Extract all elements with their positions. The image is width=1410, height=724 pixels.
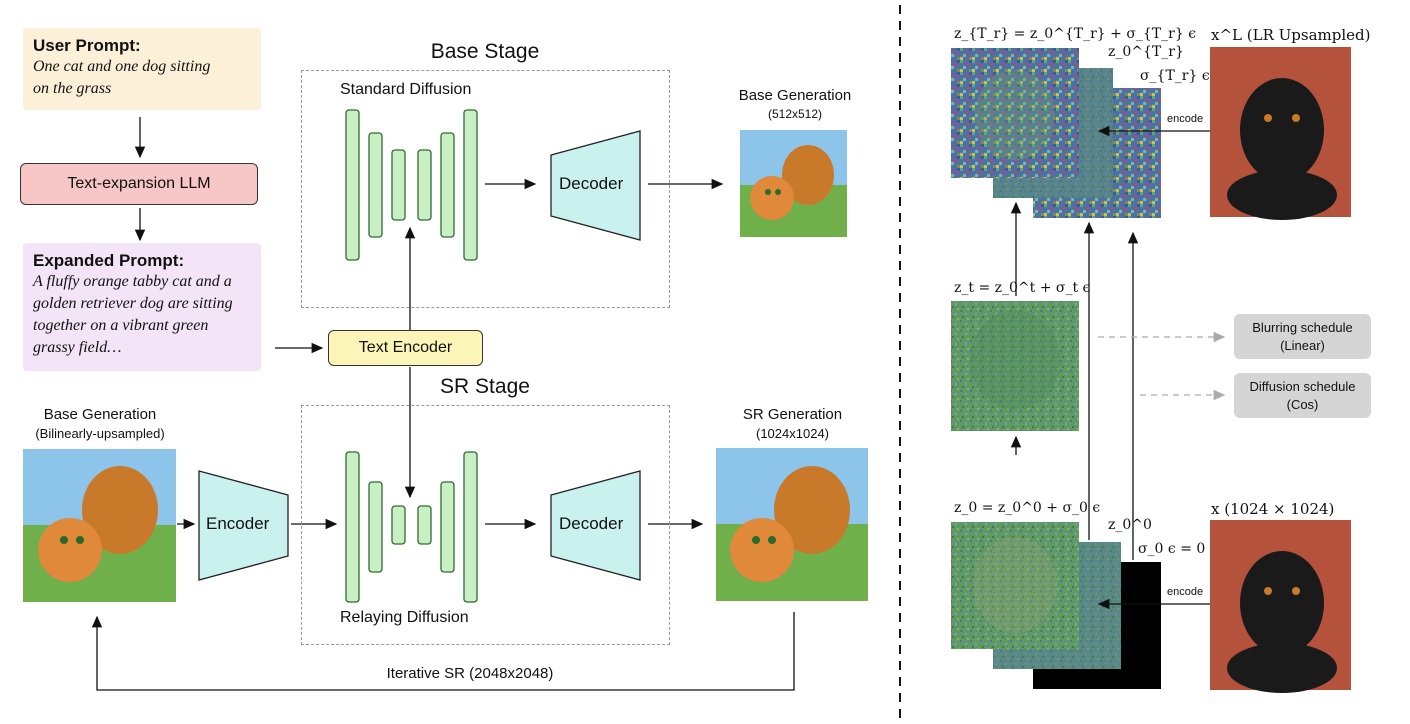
dog-hr-image <box>1210 520 1351 693</box>
text-encoder-label: Text Encoder <box>358 339 453 356</box>
base-generation-image <box>740 130 847 237</box>
diffusion-schedule-line2: (Cos) <box>1286 396 1319 412</box>
base-generation-upsampled-image <box>23 449 176 602</box>
sr-gen-size: (1024x1024) <box>756 426 829 441</box>
diffusion-schedule-line1: Diffusion schedule <box>1249 378 1356 394</box>
blurring-schedule-line2: (Linear) <box>1280 337 1325 353</box>
base-unet <box>345 109 478 261</box>
base-stage-box <box>301 70 670 308</box>
encoder-label: Encoder <box>206 514 270 533</box>
expanded-prompt-box: Expanded Prompt: A fluffy orange tabby c… <box>23 243 261 371</box>
base-gen-label: Base Generation <box>738 87 852 104</box>
mid-latent-image <box>951 301 1079 431</box>
eq-top: z_{T_r} = z_0^{T_r} + σ_{T_r} ϵ <box>954 26 1197 42</box>
llm-box: Text-expansion LLM <box>20 163 258 205</box>
encode-top-label: encode <box>1167 113 1204 125</box>
expanded-prompt-line1: A fluffy orange tabby cat and a <box>33 273 232 290</box>
expanded-prompt-line4: grassy field… <box>33 339 122 356</box>
encoder-shape <box>198 470 289 581</box>
sr-generation-image <box>716 448 868 601</box>
base-decoder-shape <box>550 130 641 241</box>
user-prompt-text-line1: One cat and one dog sitting <box>33 58 211 75</box>
user-prompt-title: User Prompt: <box>33 36 141 55</box>
z0-0-label: z_0^0 <box>1108 517 1152 533</box>
user-prompt-text-line2: on the grass <box>33 80 112 97</box>
base-gen-up-sub: (Bilinearly-upsampled) <box>35 426 165 441</box>
diffusion-schedule-box: Diffusion schedule (Cos) <box>1234 373 1371 418</box>
user-prompt-box: User Prompt: One cat and one dog sitting… <box>23 28 261 110</box>
llm-label: Text-expansion LLM <box>67 175 211 192</box>
base-gen-size: (512x512) <box>767 107 823 121</box>
encode-bottom-label: encode <box>1167 586 1204 598</box>
x-label: x (1024 × 1024) <box>1211 500 1335 518</box>
base-stage-title: Base Stage <box>430 40 540 63</box>
blurring-schedule-line1: Blurring schedule <box>1252 319 1353 335</box>
sr-gen-label: SR Generation <box>742 406 843 423</box>
dog-lr-image <box>1210 47 1351 220</box>
eq-bottom: z_0 = z_0^0 + σ_0 ϵ <box>954 500 1101 516</box>
standard-diffusion-label: Standard Diffusion <box>340 81 472 98</box>
blurring-schedule-box: Blurring schedule (Linear) <box>1234 314 1371 359</box>
expanded-prompt-line2: golden retriever dog are sitting <box>33 295 233 312</box>
z0-tr-label: z_0^{T_r} <box>1108 44 1184 60</box>
eq-mid: z_t = z_0^t + σ_t ϵ <box>954 280 1091 296</box>
expanded-prompt-title: Expanded Prompt: <box>33 251 185 270</box>
sr-stage-title: SR Stage <box>440 375 530 398</box>
top-latent-stack <box>951 48 1161 218</box>
bottom-latent-stack <box>951 522 1161 689</box>
text-encoder-box: Text Encoder <box>328 330 483 366</box>
arrow-iterative-sr-loop <box>91 612 795 691</box>
sigma-tr-label: σ_{T_r} ϵ <box>1140 68 1210 84</box>
base-gen-up-label: Base Generation <box>43 406 157 423</box>
sr-unet <box>345 451 478 603</box>
iterative-sr-label: Iterative SR (2048x2048) <box>386 665 554 682</box>
relaying-diffusion-label: Relaying Diffusion <box>340 609 469 626</box>
sr-stage-box <box>301 405 670 645</box>
xl-label: x^L (LR Upsampled) <box>1211 26 1371 44</box>
sr-decoder-shape <box>550 470 641 581</box>
sigma0-label: σ_0 ϵ = 0 <box>1138 541 1206 557</box>
base-decoder-label: Decoder <box>559 174 624 193</box>
sr-decoder-label: Decoder <box>559 514 624 533</box>
expanded-prompt-line3: together on a vibrant green <box>33 317 209 334</box>
